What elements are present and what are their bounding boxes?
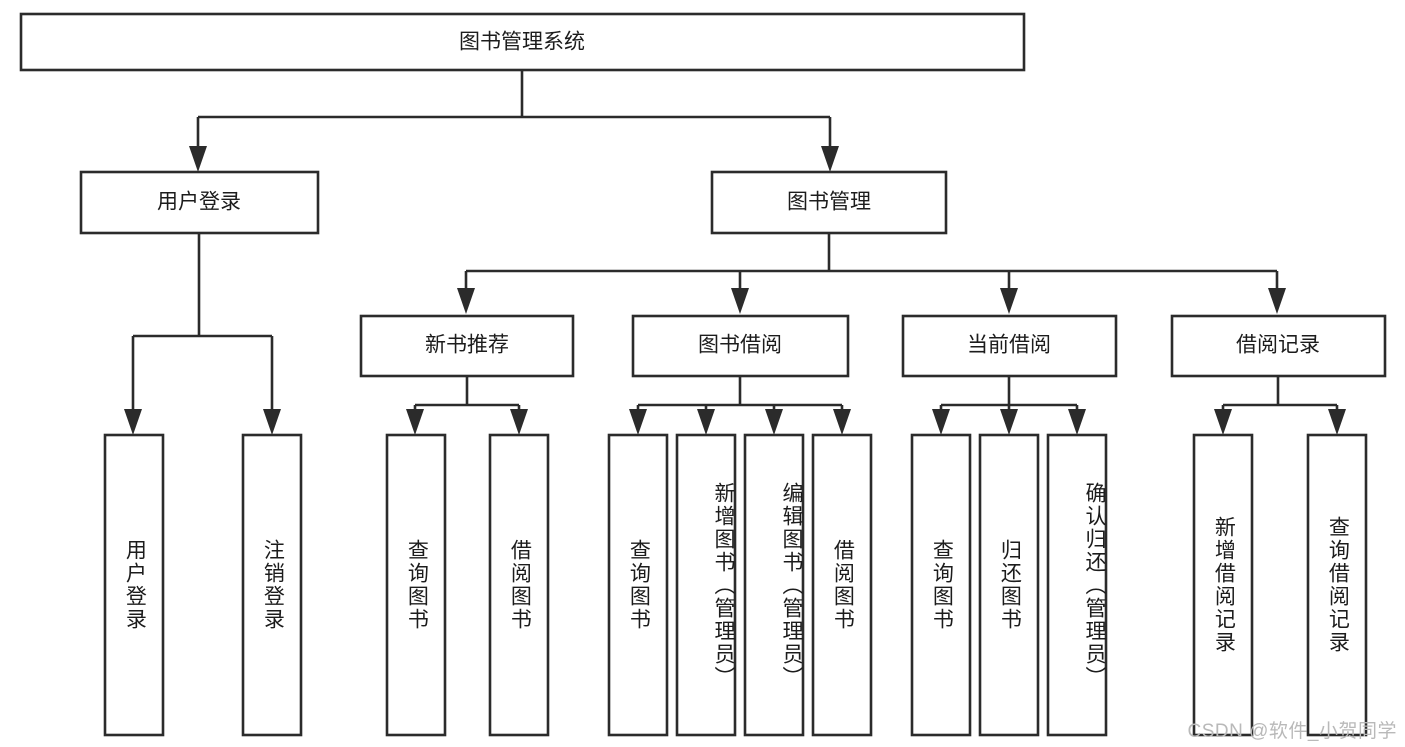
arrowhead-leaf-new-book-1 [510, 409, 528, 435]
arrowhead-leaf-borrow-record-0 [1214, 409, 1232, 435]
leaf-box-book-borrow-1[interactable] [675, 433, 737, 737]
csdn-watermark: CSDN @软件_小贺同学 [1187, 721, 1397, 742]
arrowhead-leaf-borrow-record-1 [1328, 409, 1346, 435]
node-borrow-record[interactable]: 借阅记录 [1170, 314, 1387, 378]
node-book-borrow-box[interactable] [631, 314, 850, 378]
node-book-manage-box[interactable] [710, 170, 948, 235]
node-root[interactable]: 图书管理系统 [19, 12, 1026, 72]
leaf-box-borrow-record-0[interactable] [1192, 433, 1254, 737]
arrowhead-leaf-current-borrow-1 [1000, 409, 1018, 435]
node-new-book-recommend[interactable]: 新书推荐 [359, 314, 575, 378]
node-book-borrow[interactable]: 图书借阅 [631, 314, 850, 378]
leaf-box-book-borrow-0[interactable] [607, 433, 669, 737]
arrowhead-leaf-book-borrow-0 [629, 409, 647, 435]
arrowhead-leaf-book-borrow-2 [765, 409, 783, 435]
node-root-label: 图书管理系统 [459, 31, 585, 54]
arrowhead-book-manage [821, 146, 839, 172]
arrowhead-leaf-user-login-1 [263, 409, 281, 435]
leaf-box-new-book-0[interactable] [385, 433, 447, 737]
node-user-login[interactable]: 用户登录 [79, 170, 320, 235]
arrowhead-leaf-current-borrow-2 [1068, 409, 1086, 435]
node-borrow-record-box[interactable] [1170, 314, 1387, 378]
node-current-borrow-box[interactable] [901, 314, 1118, 378]
arrowhead-leaf-user-login-0 [124, 409, 142, 435]
node-new-book-recommend-label: 新书推荐 [425, 334, 509, 357]
node-current-borrow[interactable]: 当前借阅 [901, 314, 1118, 378]
node-current-borrow-label: 当前借阅 [967, 334, 1051, 357]
node-book-manage[interactable]: 图书管理 [710, 170, 948, 235]
leaf-box-new-book-1[interactable] [488, 433, 550, 737]
leaf-box-current-borrow-0[interactable] [910, 433, 972, 737]
arrowhead-current-borrow [1000, 288, 1018, 314]
leaf-box-book-borrow-2[interactable] [743, 433, 805, 737]
arrowhead-leaf-new-book-0 [406, 409, 424, 435]
arrowhead-new-book [457, 288, 475, 314]
arrowhead-borrow-record [1268, 288, 1286, 314]
node-root-box[interactable] [19, 12, 1026, 72]
arrowhead-leaf-book-borrow-3 [833, 409, 851, 435]
leaf-box-current-borrow-2[interactable] [1046, 433, 1108, 737]
leaf-box-book-borrow-3[interactable] [811, 433, 873, 737]
leaf-box-borrow-record-1[interactable] [1306, 433, 1368, 737]
leaf-box-user-login-0[interactable] [103, 433, 165, 737]
node-book-borrow-label: 图书借阅 [698, 334, 782, 357]
leaf-box-current-borrow-1[interactable] [978, 433, 1040, 737]
node-new-book-recommend-box[interactable] [359, 314, 575, 378]
arrowhead-leaf-current-borrow-0 [932, 409, 950, 435]
arrowhead-book-borrow [731, 288, 749, 314]
node-borrow-record-label: 借阅记录 [1236, 334, 1320, 357]
leaf-box-user-login-1[interactable] [241, 433, 303, 737]
node-user-login-label: 用户登录 [157, 191, 241, 214]
arrowhead-leaf-book-borrow-1 [697, 409, 715, 435]
node-book-manage-label: 图书管理 [787, 191, 871, 214]
arrowhead-user-login [189, 146, 207, 172]
